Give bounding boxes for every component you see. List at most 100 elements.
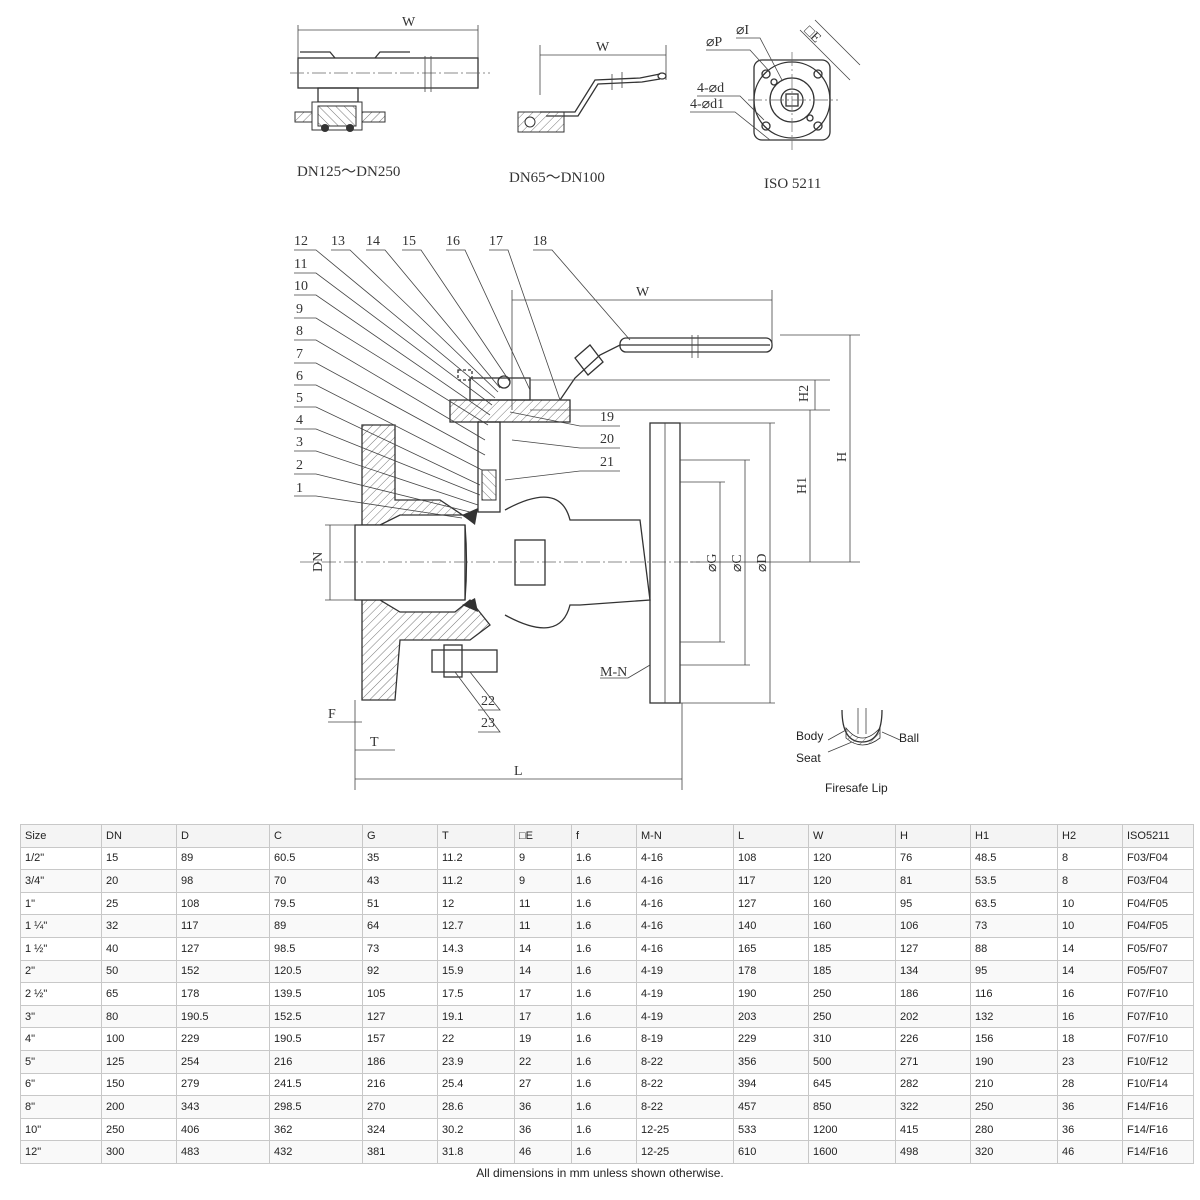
firesafe-ball-label: Ball <box>899 731 919 745</box>
part-17: 17 <box>489 234 503 249</box>
part-20: 20 <box>600 432 614 447</box>
table-cell: 190 <box>733 982 809 1006</box>
column-header: f <box>571 824 637 848</box>
table-cell: 8-22 <box>636 1095 734 1119</box>
table-cell: 279 <box>176 1072 270 1097</box>
view-iso5211: □E ⌀P ⌀I 4-⌀d 4-⌀d1 ISO 5211 <box>690 19 861 192</box>
table-cell: F05/F07 <box>1122 936 1194 961</box>
part-13: 13 <box>331 234 345 249</box>
table-cell: 40 <box>101 936 177 961</box>
table-cell: 120 <box>808 846 896 871</box>
table-cell: 81 <box>895 869 971 893</box>
table-cell: 152 <box>176 959 270 984</box>
table-cell: 406 <box>176 1117 270 1142</box>
table-cell: 64 <box>362 914 438 938</box>
column-header: H2 <box>1057 824 1123 848</box>
table-cell: 2 ½" <box>20 982 102 1006</box>
table-cell: 88 <box>970 936 1058 961</box>
column-header: M-N <box>636 824 734 848</box>
part-8: 8 <box>296 324 303 339</box>
table-cell: 36 <box>514 1117 572 1142</box>
view2-dim-w: W <box>596 40 610 55</box>
table-cell: 610 <box>733 1140 809 1164</box>
table-cell: 1.6 <box>571 1140 637 1164</box>
table-cell: 157 <box>362 1027 438 1051</box>
table-cell: 15 <box>101 846 177 871</box>
dim-d: ⌀D <box>755 553 770 572</box>
view1-dim-w: W <box>402 15 416 30</box>
table-cell: 117 <box>176 914 270 938</box>
table-cell: 498 <box>895 1140 971 1164</box>
table-cell: 415 <box>895 1117 971 1142</box>
table-cell: 9 <box>514 869 572 893</box>
part-callouts: 1 2 3 4 5 6 7 8 9 10 11 12 13 14 15 16 1… <box>294 234 631 733</box>
table-cell: 1.6 <box>571 959 637 984</box>
column-header: H <box>895 824 971 848</box>
table-cell: 850 <box>808 1095 896 1119</box>
table-cell: 1.6 <box>571 891 637 916</box>
table-cell: F05/F07 <box>1122 959 1194 984</box>
part-12: 12 <box>294 234 308 249</box>
column-header: L <box>733 824 809 848</box>
dim-dn: DN <box>311 552 326 572</box>
table-cell: 10 <box>1057 914 1123 938</box>
table-cell: 95 <box>895 891 971 916</box>
table-cell: 152.5 <box>269 1004 363 1029</box>
table-cell: 19 <box>514 1027 572 1051</box>
table-cell: 17 <box>514 1004 572 1029</box>
table-cell: 200 <box>101 1095 177 1119</box>
table-cell: 185 <box>808 959 896 984</box>
table-cell: 28.6 <box>437 1095 515 1119</box>
table-cell: 92 <box>362 959 438 984</box>
column-header: G <box>362 824 438 848</box>
part-14: 14 <box>366 234 380 249</box>
firesafe-seat-label: Seat <box>796 751 821 765</box>
table-cell: 356 <box>733 1049 809 1074</box>
table-cell: 23.9 <box>437 1049 515 1074</box>
column-header: D <box>176 824 270 848</box>
table-cell: 14 <box>1057 959 1123 984</box>
table-cell: 8-19 <box>636 1027 734 1051</box>
table-cell: 127 <box>176 936 270 961</box>
part-11: 11 <box>294 257 307 272</box>
table-cell: 4-16 <box>636 869 734 893</box>
table-cell: F07/F10 <box>1122 1004 1194 1029</box>
table-cell: F10/F12 <box>1122 1049 1194 1074</box>
table-cell: 48.5 <box>970 846 1058 871</box>
table-cell: 14 <box>1057 936 1123 961</box>
table-cell: F14/F16 <box>1122 1140 1194 1164</box>
table-cell: 14.3 <box>437 936 515 961</box>
table-cell: 8-22 <box>636 1072 734 1097</box>
table-cell: 125 <box>101 1049 177 1074</box>
dim-mn: M-N <box>600 665 627 680</box>
table-cell: 53.5 <box>970 869 1058 893</box>
table-cell: 11.2 <box>437 869 515 893</box>
table-cell: 298.5 <box>269 1095 363 1119</box>
table-cell: 8 <box>1057 869 1123 893</box>
table-cell: 250 <box>970 1095 1058 1119</box>
table-cell: 51 <box>362 891 438 916</box>
table-cell: 98 <box>176 869 270 893</box>
view1-caption: DN125～DN250 <box>297 164 400 180</box>
table-cell: 10 <box>1057 891 1123 916</box>
table-cell: 15.9 <box>437 959 515 984</box>
part-15: 15 <box>402 234 416 249</box>
table-cell: 3" <box>20 1004 102 1029</box>
table-cell: 12-25 <box>636 1117 734 1142</box>
table-cell: 156 <box>970 1027 1058 1051</box>
table-cell: 8 <box>1057 846 1123 871</box>
table-cell: 73 <box>362 936 438 961</box>
dim-f: F <box>328 707 336 722</box>
table-cell: 1.6 <box>571 869 637 893</box>
table-cell: 65 <box>101 982 177 1006</box>
table-cell: 36 <box>1057 1095 1123 1119</box>
